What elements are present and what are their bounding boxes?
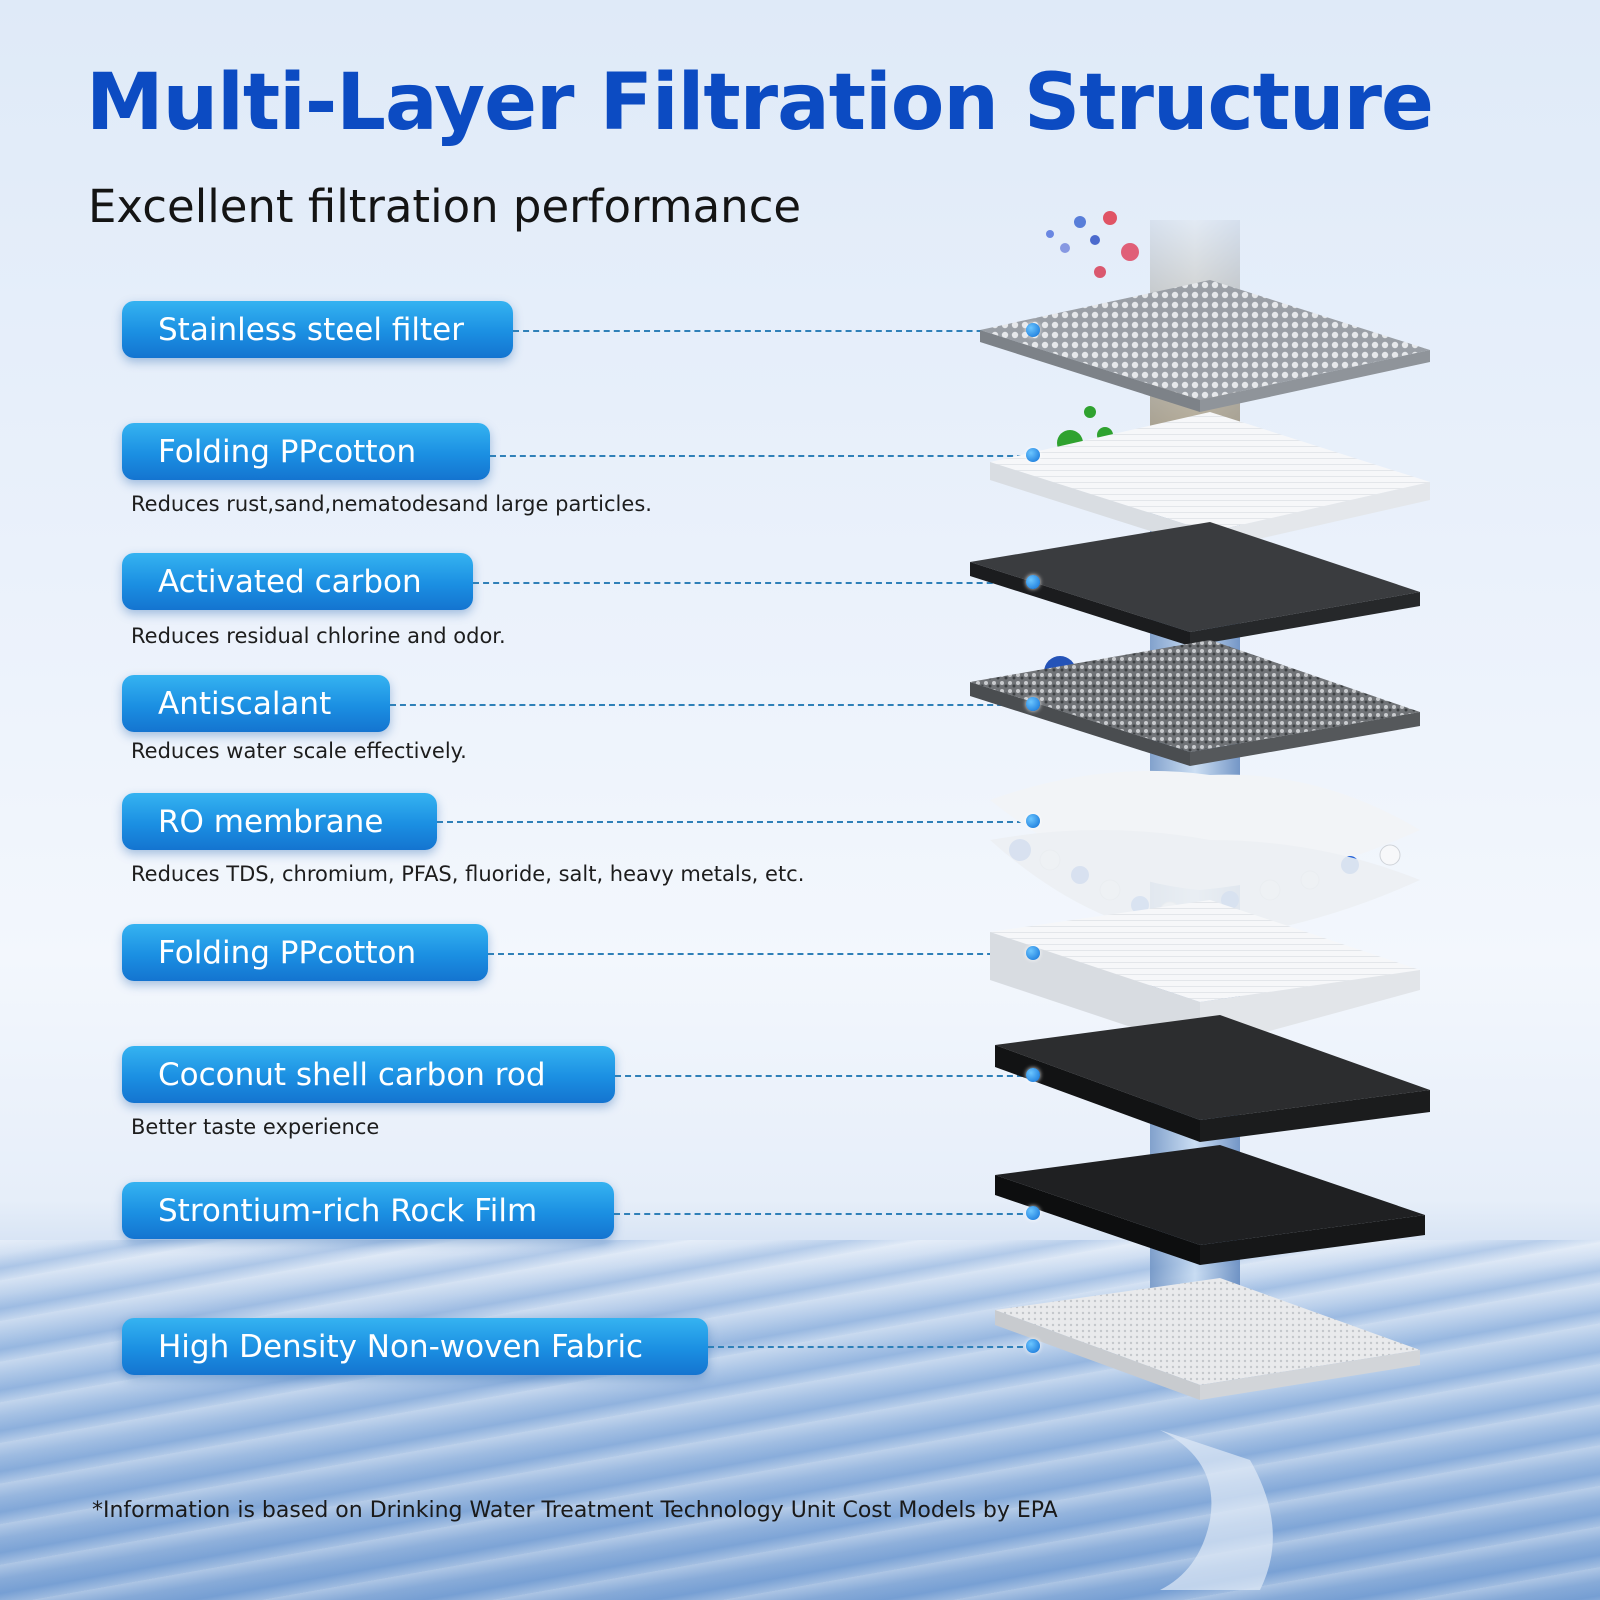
layer-desc-coconut-shell-carbon-rod: Better taste experience	[131, 1115, 380, 1139]
water-background	[0, 1240, 1600, 1600]
layer-desc-folding-ppcotton-1: Reduces rust,sand,nematodesand large par…	[131, 492, 652, 516]
page-subtitle: Excellent filtration performance	[88, 180, 802, 233]
leader-line	[615, 1075, 1033, 1077]
leader-line	[488, 953, 1033, 955]
leader-line	[614, 1213, 1033, 1215]
layer-label-activated-carbon: Activated carbon	[122, 553, 473, 610]
connector-dot	[1026, 946, 1040, 960]
leader-line	[437, 821, 1033, 823]
layer-label-strontium-rich-rock-film: Strontium-rich Rock Film	[122, 1182, 614, 1239]
layer-desc-activated-carbon: Reduces residual chlorine and odor.	[131, 624, 506, 648]
leader-line	[390, 704, 1033, 706]
connector-dot	[1026, 1339, 1040, 1353]
connector-dot	[1026, 814, 1040, 828]
connector-dot	[1026, 323, 1040, 337]
connector-dot	[1026, 448, 1040, 462]
layer-label-stainless-steel-filter: Stainless steel filter	[122, 301, 513, 358]
layer-label-antiscalant: Antiscalant	[122, 675, 390, 732]
leader-line	[708, 1346, 1033, 1348]
footnote: *Information is based on Drinking Water …	[92, 1498, 1058, 1523]
layer-desc-antiscalant: Reduces water scale effectively.	[131, 739, 467, 763]
connector-dot	[1026, 575, 1040, 589]
layer-desc-ro-membrane: Reduces TDS, chromium, PFAS, fluoride, s…	[131, 862, 805, 886]
layer-label-folding-ppcotton-1: Folding PPcotton	[122, 423, 490, 480]
leader-line	[513, 330, 1033, 332]
layer-label-ro-membrane: RO membrane	[122, 793, 437, 850]
connector-dot	[1026, 1206, 1040, 1220]
leader-line	[473, 582, 1033, 584]
leader-line	[490, 455, 1033, 457]
layer-label-high-density-non-woven-fabric: High Density Non-woven Fabric	[122, 1318, 708, 1375]
layer-label-folding-ppcotton-2: Folding PPcotton	[122, 924, 488, 981]
connector-dot	[1026, 697, 1040, 711]
filter-stack-illustration	[960, 200, 1480, 1590]
layer-label-coconut-shell-carbon-rod: Coconut shell carbon rod	[122, 1046, 615, 1103]
page-title: Multi-Layer Filtration Structure	[86, 58, 1434, 148]
connector-dot	[1026, 1068, 1040, 1082]
